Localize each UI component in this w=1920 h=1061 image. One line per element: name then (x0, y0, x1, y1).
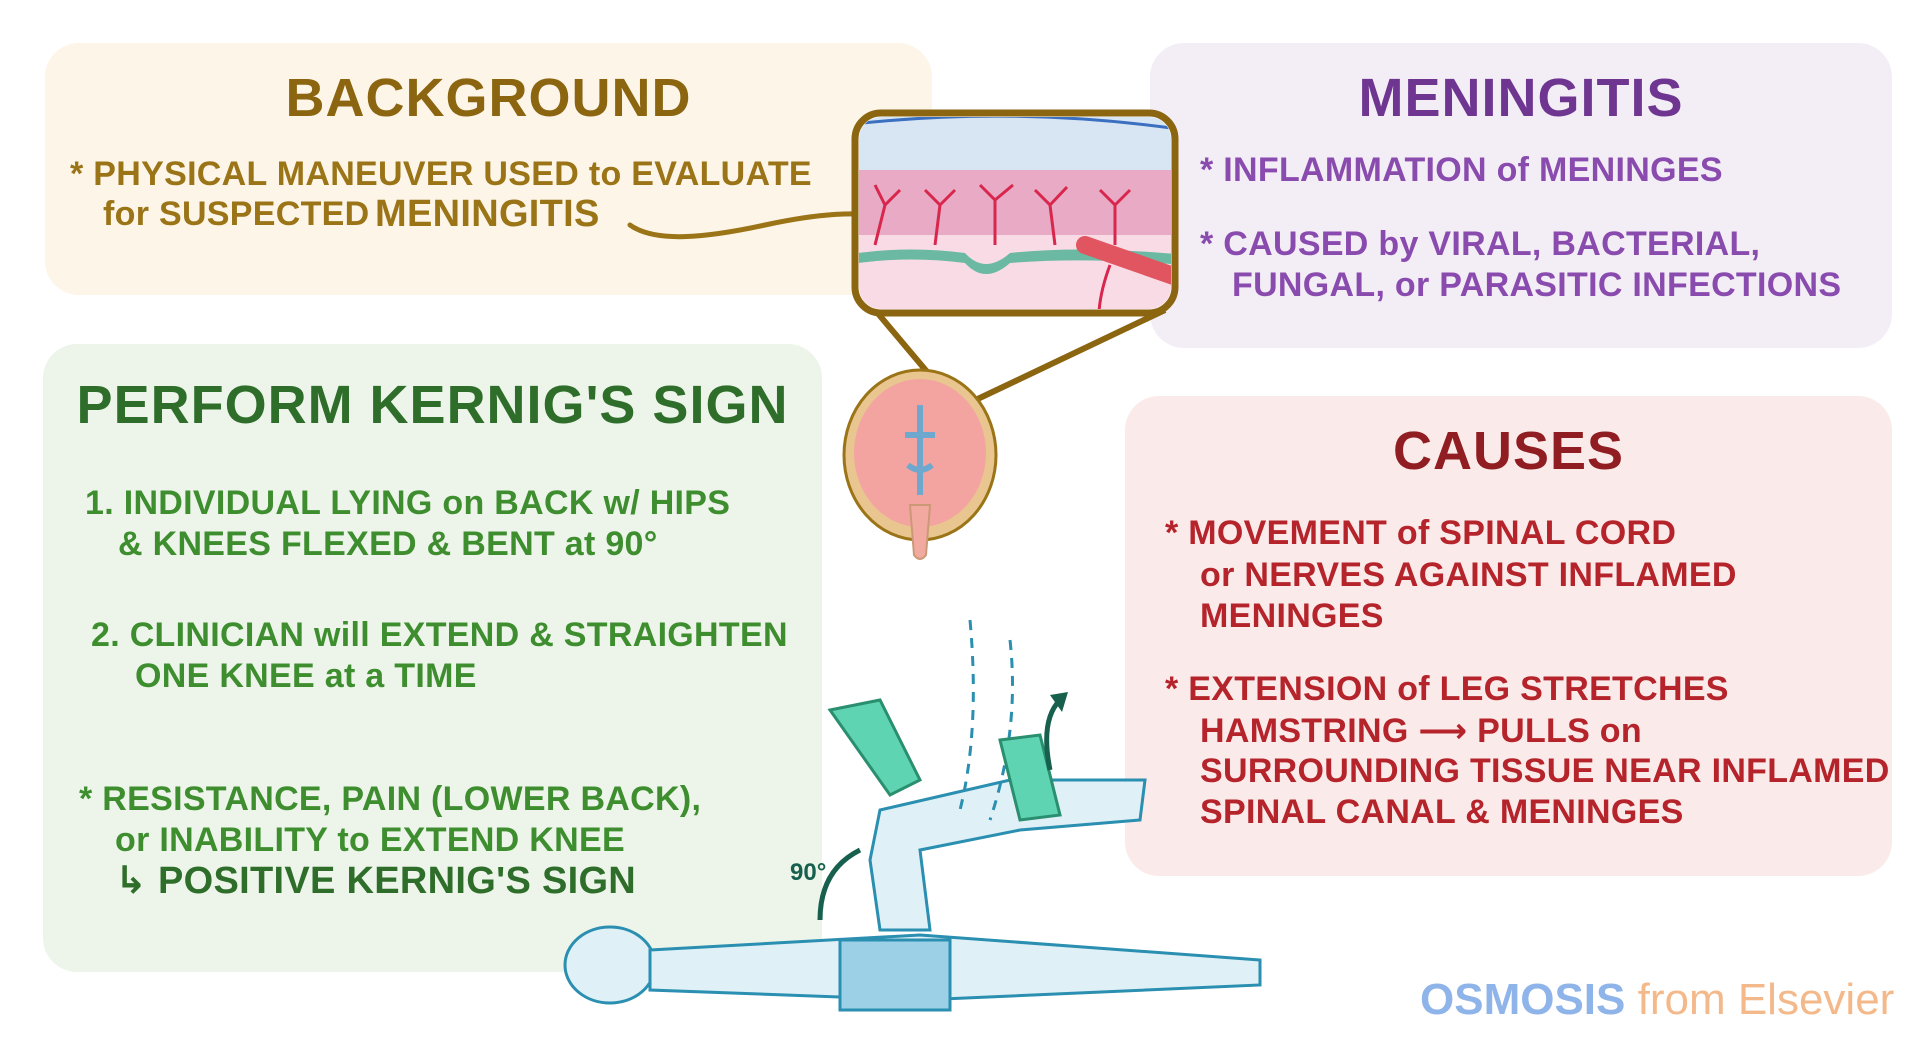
kernig-note: * RESISTANCE, PAIN (LOWER BACK), (79, 780, 702, 818)
logo-suffix: from Elsevier (1637, 975, 1895, 1024)
background-title: BACKGROUND (285, 68, 692, 128)
kernig-step-2: 2. CLINICIAN will EXTEND & STRAIGHTEN (91, 616, 788, 654)
kernig-step-2-cont: ONE KNEE at a TIME (135, 657, 477, 695)
causes-line: * EXTENSION of LEG STRETCHES (1165, 670, 1729, 708)
kernig-title: PERFORM KERNIG'S SIGN (76, 375, 789, 435)
causes-line: * MOVEMENT of SPINAL CORD (1165, 514, 1677, 552)
causes-title: CAUSES (1392, 421, 1625, 481)
kernig-maneuver-illustration: 90° (563, 619, 1262, 1012)
causes-line: MENINGES (1200, 597, 1384, 635)
meningitis-line: * CAUSED by VIRAL, BACTERIAL, (1200, 225, 1761, 263)
background-panel: BACKGROUND * PHYSICAL MANEUVER USED to E… (45, 43, 932, 295)
angle-label: 90° (790, 859, 826, 886)
background-line: * PHYSICAL MANEUVER USED to EVALUATE (70, 155, 812, 193)
causes-panel: CAUSES * MOVEMENT of SPINAL CORD or NERV… (1125, 396, 1892, 876)
meningitis-line: * INFLAMMATION of MENINGES (1200, 151, 1723, 189)
logo-brand: OSMOSIS (1420, 975, 1626, 1024)
meningitis-line: FUNGAL, or PARASITIC INFECTIONS (1232, 266, 1842, 304)
background-line-emphasis: MENINGITIS (375, 193, 600, 235)
causes-line: SPINAL CANAL & MENINGES (1200, 793, 1684, 831)
meninges-magnified-illustration (851, 109, 1179, 408)
causes-line: or NERVES AGAINST INFLAMED (1200, 556, 1737, 594)
causes-line: SURROUNDING TISSUE NEAR INFLAMED (1200, 752, 1890, 790)
osmosis-logo: OSMOSIS from Elsevier (1420, 975, 1894, 1025)
meningitis-panel: MENINGITIS * INFLAMMATION of MENINGES * … (1150, 43, 1892, 348)
background-line: for SUSPECTED (103, 195, 370, 233)
kernig-step-1: 1. INDIVIDUAL LYING on BACK w/ HIPS (85, 484, 731, 522)
meningitis-title: MENINGITIS (1358, 68, 1684, 128)
kernig-note-cont: or INABILITY to EXTEND KNEE (115, 821, 625, 859)
causes-line: HAMSTRING ⟶ PULLS on (1200, 712, 1642, 750)
kernig-result: ↳ POSITIVE KERNIG'S SIGN (115, 860, 637, 902)
kernig-panel: PERFORM KERNIG'S SIGN 1. INDIVIDUAL LYIN… (43, 344, 822, 972)
brain-cross-section-icon (842, 368, 998, 560)
kernig-step-1-cont: & KNEES FLEXED & BENT at 90° (118, 525, 658, 563)
